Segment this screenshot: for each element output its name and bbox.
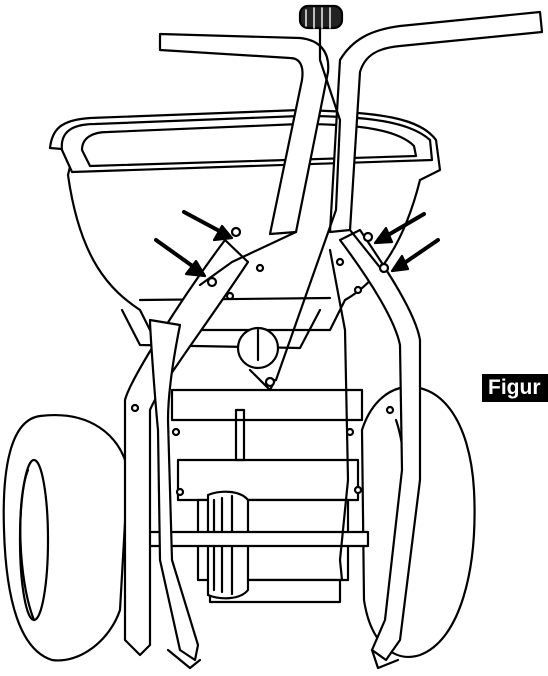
control-dial <box>236 326 280 392</box>
indicator-arrows <box>154 210 440 278</box>
arrow-lower-left <box>154 238 207 278</box>
gearbox <box>126 388 370 604</box>
left-frame-leg <box>123 238 250 670</box>
top-knob <box>274 4 344 382</box>
left-wheel <box>2 414 130 662</box>
hopper <box>48 108 442 350</box>
handle-bar <box>158 10 544 287</box>
arrow-upper-right <box>373 212 426 245</box>
frame-bolts <box>130 226 395 497</box>
figure-label: Figur <box>482 374 548 402</box>
arrow-upper-left <box>182 210 234 242</box>
arrow-lower-right <box>390 238 440 273</box>
